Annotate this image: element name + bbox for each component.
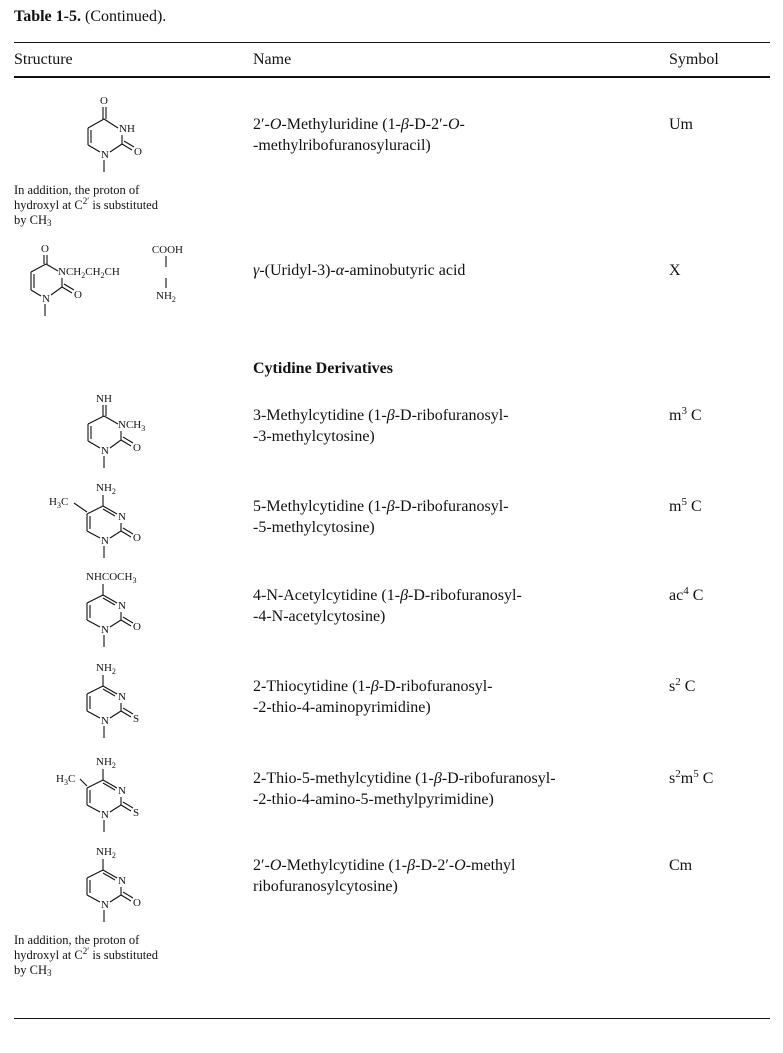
- atom-nh2: NH2: [96, 482, 116, 496]
- structure-2-o-methylcytidine: NH2 N O N: [86, 846, 141, 922]
- structure-2-thio-5-methylcytidine: NH2 H3C N S N: [56, 756, 139, 832]
- row-1-note: In addition, the proton of hydroxyl at C…: [14, 183, 158, 228]
- atom-o: O: [74, 289, 82, 301]
- header-name: Name: [253, 51, 292, 68]
- structure-uridyl-aminobutyric-acid: COOH O NCH2CH2CH NH2 O N: [30, 243, 183, 316]
- atom-n: N: [118, 691, 126, 703]
- row-5-name: 4-N-Acetylcytidine (1-β-D-ribofuranosyl-…: [253, 587, 522, 625]
- row-2-symbol: X: [669, 262, 681, 279]
- atom-s: S: [133, 807, 139, 819]
- atom-n: N: [101, 535, 109, 547]
- atom-n: N: [101, 715, 109, 727]
- atom-n: N: [101, 445, 109, 457]
- structure-2-o-methyluridine: O NH O N: [87, 95, 142, 172]
- row-1-name: 2′-O-Methyluridine (1-β-D-2′-O- -methylr…: [253, 116, 465, 154]
- atom-o: O: [133, 532, 141, 544]
- header-symbol: Symbol: [669, 51, 719, 68]
- atom-n: N: [118, 875, 126, 887]
- header-rule: [14, 76, 770, 78]
- row-4-name: 5-Methylcytidine (1-β-D-ribofuranosyl- -…: [253, 498, 509, 536]
- row-1-symbol: Um: [669, 116, 693, 133]
- table-label: Table 1-5.: [14, 8, 81, 25]
- row-3-symbol: m3 C: [669, 405, 702, 425]
- atom-o: O: [133, 897, 141, 909]
- table-caption-text: (Continued).: [80, 8, 167, 25]
- atom-o: O: [100, 95, 108, 107]
- atom-chain-n: NCH2CH2CH: [58, 266, 120, 280]
- atom-n: N: [101, 624, 109, 636]
- atom-n: N: [101, 809, 109, 821]
- atom-nch3: NCH3: [118, 419, 145, 433]
- header-structure: Structure: [14, 51, 73, 68]
- atom-nh2: NH2: [156, 290, 176, 304]
- row-5-symbol: ac4 C: [669, 585, 704, 605]
- row-7-symbol: s2m5 C: [669, 768, 714, 788]
- atom-nh: NH: [96, 393, 112, 405]
- row-7-name: 2-Thio-5-methylcytidine (1-β-D-ribofuran…: [253, 770, 556, 808]
- atom-o: O: [133, 442, 141, 454]
- structure-3-methylcytidine: NH NCH3 O N: [87, 393, 145, 468]
- atom-h3c: H3C: [49, 496, 68, 510]
- atom-o: O: [134, 146, 142, 158]
- row-8-name: 2′-O-Methylcytidine (1-β-D-2′-O-methyl r…: [253, 857, 516, 895]
- atom-s: S: [133, 713, 139, 725]
- row-4-symbol: m5 C: [669, 496, 702, 516]
- row-8-symbol: Cm: [669, 857, 693, 874]
- atom-n: N: [118, 511, 126, 523]
- row-6-symbol: s2 C: [669, 676, 696, 696]
- atom-nh2: NH2: [96, 662, 116, 676]
- row-6-name: 2-Thiocytidine (1-β-D-ribofuranosyl- -2-…: [253, 678, 493, 716]
- atom-cooh: COOH: [152, 244, 183, 256]
- atom-n: N: [118, 600, 126, 612]
- section-title: Cytidine Derivatives: [253, 360, 393, 377]
- atom-n: N: [101, 149, 109, 161]
- structure-5-methylcytidine: NH2 H3C N O N: [49, 482, 141, 558]
- atom-o: O: [133, 621, 141, 633]
- atom-nh2: NH2: [96, 846, 116, 860]
- atom-nh: NH: [119, 123, 135, 135]
- row-8-note: In addition, the proton of hydroxyl at C…: [14, 933, 158, 978]
- atom-n: N: [101, 899, 109, 911]
- bottom-rule: [14, 1018, 770, 1019]
- structure-2-thiocytidine: NH2 N S N: [86, 662, 139, 738]
- atom-n: N: [42, 293, 50, 305]
- atom-h3c: H3C: [56, 773, 75, 787]
- atom-nh2: NH2: [96, 756, 116, 770]
- structure-4-n-acetylcytidine: NHCOCH3 N O N: [86, 571, 141, 647]
- atom-n: N: [118, 785, 126, 797]
- table-caption: Table 1-5. (Continued).: [14, 8, 166, 26]
- row-2-name: γ-(Uridyl-3)-α-aminobutyric acid: [253, 262, 466, 279]
- row-3-name: 3-Methylcytidine (1-β-D-ribofuranosyl- -…: [253, 407, 509, 445]
- atom-o: O: [41, 243, 49, 255]
- atom-nhcoch3: NHCOCH3: [86, 571, 136, 585]
- top-rule: [14, 42, 770, 43]
